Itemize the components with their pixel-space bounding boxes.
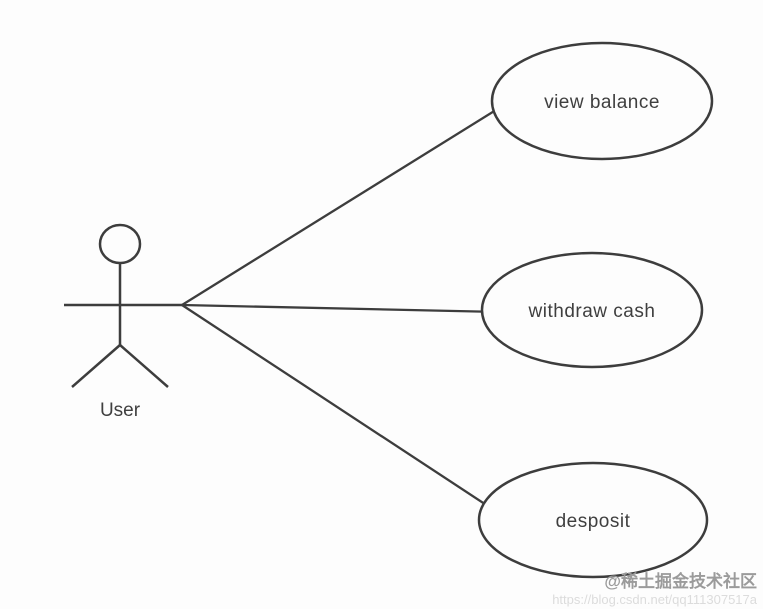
actor-user: User [64, 223, 182, 421]
use-case-ellipse [480, 251, 704, 369]
use-case-label: desposit [556, 511, 631, 532]
association-lines [181, 99, 513, 515]
use-case-ellipse [490, 41, 714, 161]
actor-head [98, 223, 142, 265]
use-case-withdraw-cash: withdraw cash [480, 251, 704, 369]
association-user-desposit [181, 304, 501, 515]
use-case-desposit: desposit [477, 461, 709, 579]
association-user-view-balance [181, 99, 513, 306]
actor-leg-right [119, 344, 169, 388]
association-user-withdraw-cash [181, 303, 501, 314]
use-case-view-balance: view balance [490, 41, 714, 161]
use-case-ellipse [477, 461, 709, 579]
actor-leg-left [71, 344, 121, 388]
use-case-label: withdraw cash [528, 301, 656, 322]
actor-label: User [100, 400, 141, 421]
use-case-label: view balance [544, 92, 660, 113]
